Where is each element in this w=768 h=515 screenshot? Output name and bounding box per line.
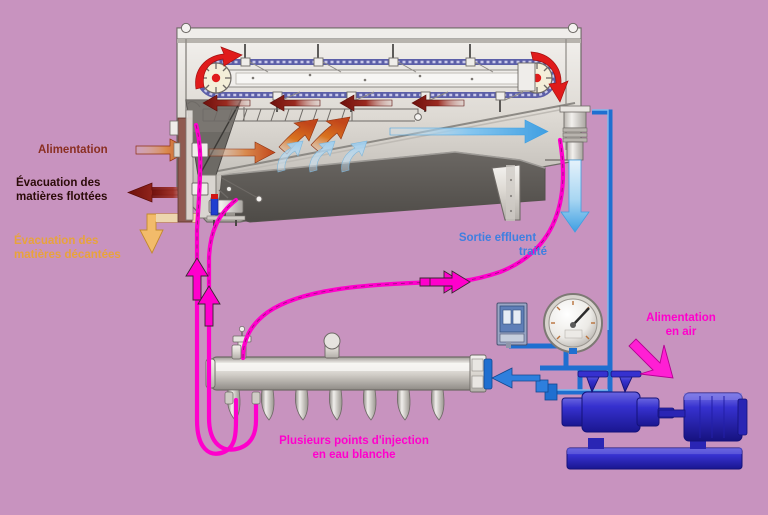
label-float-discharge-line1: Évacuation des: [16, 177, 101, 189]
injection-nozzles: [227, 389, 445, 421]
label-treated-outlet: Sortie effluent traité: [440, 231, 555, 259]
scraper-travel-arrows: [202, 94, 465, 112]
clarified-flow-arrow: [389, 119, 549, 144]
manifold-hose-connectors: [224, 344, 261, 405]
tank-corner-knob-left: [180, 22, 192, 34]
recirculation-pump: [561, 370, 748, 470]
label-air-supply-line2: en air: [665, 326, 697, 338]
tank-internal-brace: [221, 177, 263, 203]
label-air-supply-line1: Alimentation: [646, 312, 716, 324]
recycle-hoses-outline: [195, 124, 564, 359]
control-box[interactable]: [496, 302, 528, 348]
label-air-supply: Alimentation en air: [633, 311, 729, 339]
scraper-rotation-left: [195, 46, 243, 90]
manifold-inlet-arrow: [491, 367, 541, 389]
label-injection-points-line2: en eau blanche: [312, 449, 396, 461]
injection-manifold: [205, 326, 493, 421]
scraper-rotation-right: [530, 51, 569, 103]
recycle-up-arrow-2: [197, 285, 221, 327]
label-treated-outlet-line2: traité: [518, 246, 547, 258]
label-settled-discharge-line2: matières décantées: [14, 249, 121, 261]
pump-piping-fittings: [535, 379, 558, 401]
recycle-up-arrow-1: [185, 257, 209, 301]
effluent-outlet-pipe: [559, 105, 591, 161]
label-feed: Alimentation: [38, 143, 108, 157]
tank-support-leg: [491, 164, 521, 221]
effluent-down-arrow: [560, 159, 590, 233]
scraper-rotation-arrows: [195, 46, 569, 103]
label-injection-points: Plusieurs points d'injection en eau blan…: [254, 434, 454, 462]
settled-discharge-arrow: [139, 213, 198, 255]
pressure-gauge: [543, 293, 603, 354]
label-injection-points-line1: Plusieurs points d'injection: [279, 435, 429, 447]
scraper-chain-conveyor: [197, 44, 556, 112]
surface-rake: [187, 101, 422, 122]
air-inlet-arrow: [628, 338, 674, 379]
label-settled-discharge-line1: Évacuation des: [14, 235, 99, 247]
pump-base: [566, 438, 743, 470]
label-settled-discharge: Évacuation des matières décantées: [14, 234, 121, 262]
tank-corner-knob-right: [567, 22, 579, 34]
pump-motor: [683, 392, 748, 442]
label-treated-outlet-line1: Sortie effluent: [458, 232, 537, 244]
recycle-right-arrow-head: [429, 270, 471, 294]
air-bubble-arrows: [277, 140, 368, 173]
label-float-discharge: Évacuation des matières flottées: [16, 176, 107, 204]
label-feed-text: Alimentation: [38, 144, 108, 156]
label-float-discharge-line2: matières flottées: [16, 191, 108, 203]
